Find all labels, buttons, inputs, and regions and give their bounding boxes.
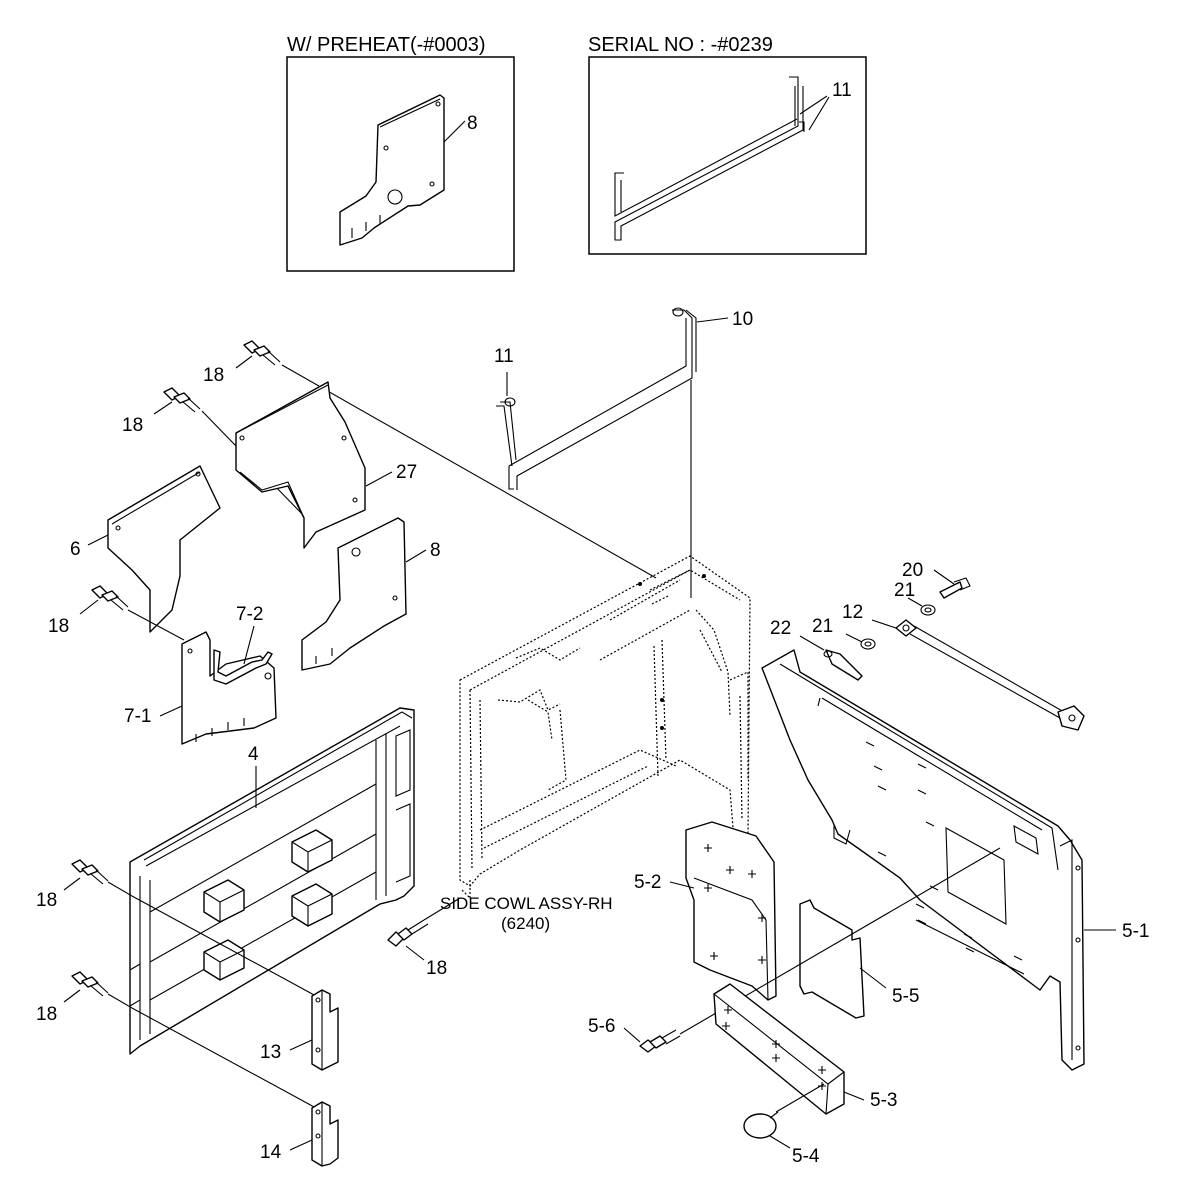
block-a (291, 829, 333, 873)
inset-serial-title: SERIAL NO : -#0239 (588, 34, 773, 56)
callout-4: 4 (248, 744, 259, 765)
block-d (203, 939, 245, 981)
assembly-code: (6240) (501, 914, 550, 933)
callout-5-3: 5-3 (870, 1090, 897, 1111)
part-5-3-block: 5-3 (713, 983, 897, 1115)
part-22-pin: 22 (770, 618, 863, 681)
part-5-1-panel: 5-1 (761, 649, 1149, 1071)
part-8-inset (339, 94, 445, 246)
part-13-bracket: 13 (260, 989, 339, 1071)
inset-serial-frame (588, 56, 867, 255)
part-8-plate: 8 (301, 517, 441, 671)
part-10-rod: 10 (508, 307, 753, 490)
callout-18-d: 18 (36, 890, 57, 911)
part-6-plate: 6 (70, 465, 221, 633)
part-5-4-fastener: 5-4 (743, 1111, 820, 1167)
callout-5-6: 5-6 (588, 1016, 615, 1037)
part-7-2-clip: 7-2 (213, 604, 273, 685)
callout-18-b: 18 (122, 415, 143, 436)
part-5-5-sheet: 5-5 (799, 899, 919, 1019)
inset-serial: SERIAL NO : -#0239 11 (588, 34, 867, 255)
part-5-6-screw: 5-6 (588, 1016, 681, 1053)
block-b (203, 879, 245, 923)
callout-5-5: 5-5 (892, 986, 919, 1007)
bolt-18-d: 18 (36, 859, 109, 911)
part-12-rod: 12 (842, 602, 1085, 731)
callout-7-2: 7-2 (236, 604, 263, 625)
block-c (291, 883, 333, 927)
callout-21-a: 21 (894, 580, 915, 601)
inset-preheat: W/ PREHEAT(-#0003) 8 (286, 34, 515, 272)
callout-21-b: 21 (812, 616, 833, 637)
assembly-name: SIDE COWL ASSY-RH (440, 894, 613, 913)
part-21-washer-a: 21 (894, 580, 936, 616)
callout-10: 10 (732, 309, 753, 330)
callout-5-4: 5-4 (792, 1146, 820, 1167)
callout-5-2: 5-2 (634, 872, 661, 893)
callout-inset-8: 8 (467, 113, 478, 134)
callout-7-1: 7-1 (124, 706, 151, 727)
part-5-2-pad: 5-2 (634, 821, 777, 1001)
part-11-inset (614, 76, 805, 241)
callout-18-f: 18 (426, 958, 447, 979)
part-14-bracket: 14 (260, 1101, 339, 1167)
callout-18-c: 18 (48, 616, 69, 637)
part-7-1-plate: 7-1 (124, 631, 277, 745)
bolt-18-b: 18 (122, 387, 201, 436)
callout-18-a: 18 (203, 365, 224, 386)
part-11-rod: 11 (494, 346, 517, 467)
callout-27: 27 (396, 462, 417, 483)
callout-18-e: 18 (36, 1004, 57, 1025)
bolt-18-f: 18 (387, 919, 447, 979)
callout-12: 12 (842, 602, 863, 623)
callout-22: 22 (770, 618, 791, 639)
callout-13: 13 (260, 1042, 281, 1063)
callout-11: 11 (494, 346, 514, 367)
side-cowl-assy-frame (459, 555, 751, 899)
part-4-panel: 4 (129, 707, 415, 1055)
part-20-pin: 20 (902, 560, 971, 599)
callout-5-1: 5-1 (1122, 921, 1149, 942)
callout-14: 14 (260, 1142, 282, 1163)
callout-inset-11: 11 (832, 80, 852, 101)
bolt-18-a: 18 (203, 340, 281, 386)
part-27-bracket: 27 (235, 381, 417, 549)
callout-20: 20 (902, 560, 923, 581)
callout-8: 8 (430, 540, 441, 561)
callout-6: 6 (70, 539, 81, 560)
inset-preheat-frame (286, 56, 515, 272)
bolt-18-e: 18 (36, 971, 109, 1025)
inset-preheat-title: W/ PREHEAT(-#0003) (287, 34, 486, 56)
part-21-washer-b: 21 (812, 616, 876, 650)
bolt-18-c: 18 (48, 585, 129, 637)
